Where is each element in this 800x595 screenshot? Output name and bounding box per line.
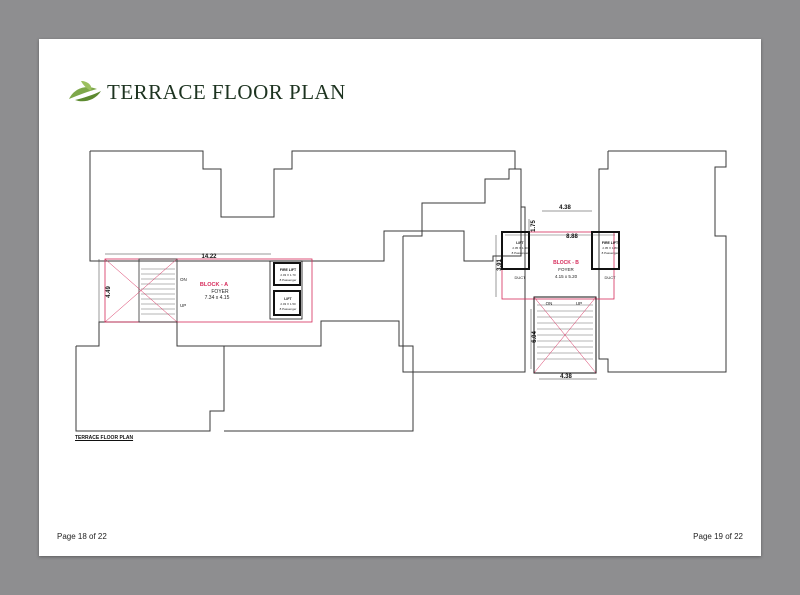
title-row: TERRACE FLOOR PLAN bbox=[67, 79, 346, 105]
block-b-room: FOYER bbox=[558, 267, 574, 272]
block-a-size: 7.34 x 4.15 bbox=[205, 295, 230, 301]
block-b-fire-lift-size: 2.05 X 1.80 bbox=[602, 246, 618, 250]
block-b-right-wall bbox=[598, 150, 727, 373]
block-a-dim-width: 14.22 bbox=[201, 254, 217, 260]
block-b-dim-top: 4.38 bbox=[559, 205, 571, 211]
block-a-lift-capacity: 8 Passenger bbox=[280, 307, 297, 311]
block-a-name: BLOCK - A bbox=[200, 282, 228, 288]
page-title: TERRACE FLOOR PLAN bbox=[107, 79, 346, 104]
block-a-upper-wall bbox=[89, 150, 522, 262]
block-b-dim-height: 3.91 bbox=[497, 259, 503, 271]
block-b-lift-capacity: 8 Passenger bbox=[512, 251, 529, 255]
block-a-lift-label: LIFT bbox=[284, 297, 292, 301]
block-a-dim-height: 4.49 bbox=[106, 286, 112, 298]
block-a-stair-up: UP bbox=[180, 303, 186, 308]
block-b-size: 4.15 x 5.20 bbox=[555, 274, 578, 279]
block-b-duct-left: DUCT bbox=[514, 275, 526, 280]
block-b-core bbox=[495, 210, 620, 380]
block-a-fire-lift-size: 2.03 X 1.70 bbox=[280, 273, 296, 277]
block-b-lift-size: 2.05 X 1.80 bbox=[512, 246, 528, 250]
leaf-logo-icon bbox=[69, 81, 101, 102]
block-b-dim-small: 1.75 bbox=[531, 220, 537, 232]
block-a-fire-lift-capacity: 8 Passenger bbox=[280, 278, 297, 282]
block-a-room: FOYER bbox=[211, 289, 229, 295]
block-a-lift-size: 2.03 X 1.50 bbox=[280, 302, 296, 306]
block-b-fire-lift-capacity: 8 Passenger bbox=[602, 251, 619, 255]
floor-plan-drawing: BLOCK - A FOYER 7.34 x 4.15 14.22 4.49 O… bbox=[75, 150, 727, 432]
block-a-fire-lift-label: FIRE LIFT bbox=[280, 268, 297, 272]
document-page: TERRACE FLOOR PLAN bbox=[39, 39, 761, 556]
block-b-dim-stair: 6.04 bbox=[532, 331, 538, 343]
block-b-fire-lift-label: FIRE LIFT bbox=[602, 241, 619, 245]
block-b-stair-up: UP bbox=[576, 301, 582, 306]
block-a-stair-on: ON bbox=[180, 277, 187, 282]
block-b-duct-right: DUCT bbox=[604, 275, 616, 280]
block-b-lift-label: LIFT bbox=[516, 241, 524, 245]
block-a-lower-wall-right bbox=[224, 320, 414, 432]
page-number-right: Page 19 of 22 bbox=[693, 532, 743, 541]
plan-caption: TERRACE FLOOR PLAN bbox=[75, 435, 134, 441]
block-b-name: BLOCK - B bbox=[553, 260, 579, 266]
block-b-stair-on: ON bbox=[546, 301, 553, 306]
page-number-left: Page 18 of 22 bbox=[57, 532, 107, 541]
block-b-left-wall bbox=[402, 168, 526, 373]
block-b-dim-width: 8.88 bbox=[566, 234, 578, 240]
block-a-lower-wall bbox=[75, 321, 225, 432]
block-b-dim-bottom: 4.38 bbox=[560, 374, 572, 380]
block-a-core bbox=[98, 253, 313, 323]
